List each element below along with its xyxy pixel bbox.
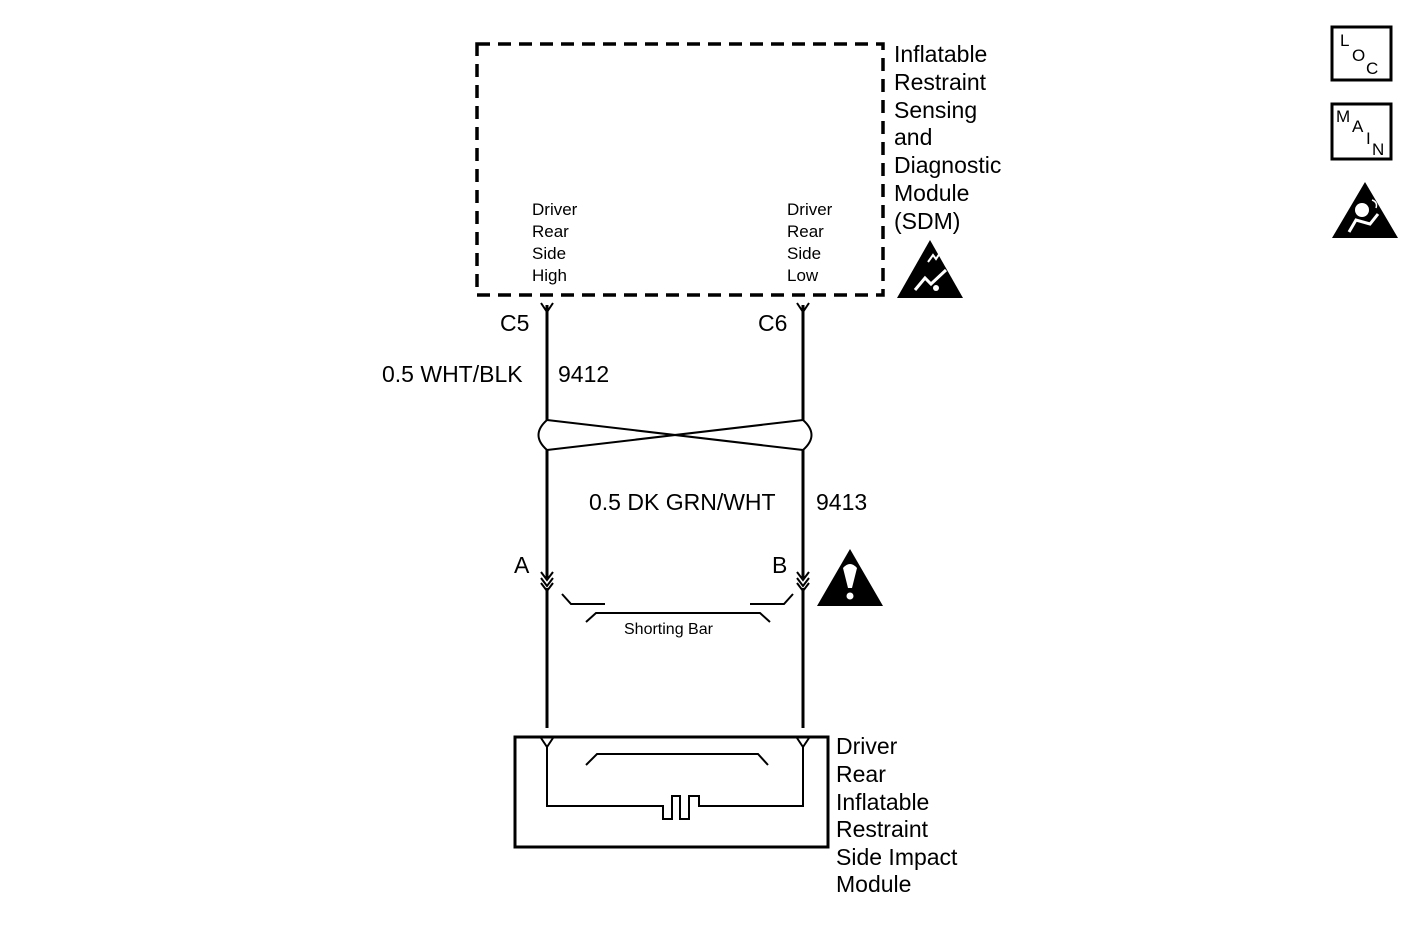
wire-9412-color-label: 0.5 WHT/BLK <box>382 361 523 387</box>
sdm-title-line: Diagnostic <box>894 152 1001 178</box>
side-impact-module-box <box>513 735 830 849</box>
main-letter: I <box>1366 129 1371 148</box>
connector-a-label: A <box>514 552 530 578</box>
main-letter: N <box>1372 140 1384 159</box>
sdm-pin-low-label: Driver Rear Side Low <box>787 200 833 285</box>
module-title-line: Restraint <box>836 816 929 842</box>
connector-b-label: B <box>772 552 787 578</box>
pin-high-line: High <box>532 266 567 285</box>
main-letter: M <box>1336 107 1350 126</box>
module-title-line: Driver <box>836 733 898 759</box>
module-title: Driver Rear Inflatable Restraint Side Im… <box>836 733 958 897</box>
pin-low-line: Side <box>787 244 821 263</box>
module-title-line: Rear <box>836 761 886 787</box>
module-title-line: Module <box>836 871 911 897</box>
sdm-box <box>475 42 885 297</box>
airbag-warning-icon[interactable] <box>1332 182 1398 238</box>
pin-low-line: Low <box>787 266 819 285</box>
sdm-title-line: and <box>894 124 932 150</box>
sdm-title-line: Restraint <box>894 69 987 95</box>
sdm-title-line: (SDM) <box>894 208 960 234</box>
sdm-title-line: Inflatable <box>894 41 987 67</box>
wire-9412-circuit-number: 9412 <box>558 361 609 387</box>
twisted-pair-symbol <box>537 419 813 451</box>
sdm-title: Inflatable Restraint Sensing and Diagnos… <box>894 41 1001 234</box>
main-letter: A <box>1352 117 1364 136</box>
sdm-title-line: Sensing <box>894 97 977 123</box>
sdm-title-line: Module <box>894 180 969 206</box>
shorting-bar <box>561 593 794 623</box>
caution-warning-icon <box>817 549 883 606</box>
connector-c6-label: C6 <box>758 310 787 336</box>
inline-connector-a <box>540 571 554 593</box>
esd-sensitive-icon <box>897 240 963 298</box>
main-button[interactable]: M A I N <box>1330 102 1393 161</box>
shorting-bar-label: Shorting Bar <box>624 621 714 638</box>
module-title-line: Inflatable <box>836 789 929 815</box>
connector-c5-label: C5 <box>500 310 529 336</box>
inline-connector-b <box>796 571 810 593</box>
loc-letter: L <box>1340 31 1349 50</box>
loc-letter: O <box>1352 46 1365 65</box>
module-title-line: Side Impact <box>836 844 958 870</box>
pin-low-line: Driver <box>787 200 833 219</box>
loc-letter: C <box>1366 59 1378 78</box>
pin-low-line: Rear <box>787 222 824 241</box>
module-internal-circuit <box>546 745 804 820</box>
wire-9413-color-label: 0.5 DK GRN/WHT <box>589 489 776 515</box>
pin-high-line: Driver <box>532 200 578 219</box>
sdm-pin-high-label: Driver Rear Side High <box>532 200 578 285</box>
wire-9413-circuit-number: 9413 <box>816 489 867 515</box>
pin-high-line: Side <box>532 244 566 263</box>
loc-button[interactable]: L O C <box>1330 25 1393 82</box>
pin-high-line: Rear <box>532 222 569 241</box>
